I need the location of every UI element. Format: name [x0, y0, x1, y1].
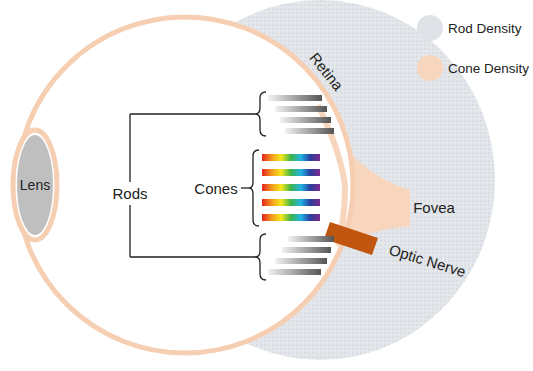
- legend-text: Rod Density: [448, 20, 522, 37]
- legend-text: Cone Density: [448, 60, 529, 77]
- brackets: [130, 92, 266, 280]
- rods-label: Rods: [112, 185, 147, 202]
- lens: Lens: [10, 127, 60, 243]
- cones-label: Cones: [194, 180, 237, 197]
- legend-swatch: [417, 55, 443, 81]
- cone-cells: [262, 154, 320, 221]
- eyeball: [17, 17, 353, 353]
- lens-label: Lens: [20, 177, 50, 193]
- legend-swatch: [417, 15, 443, 41]
- fovea-label: Fovea: [413, 199, 455, 216]
